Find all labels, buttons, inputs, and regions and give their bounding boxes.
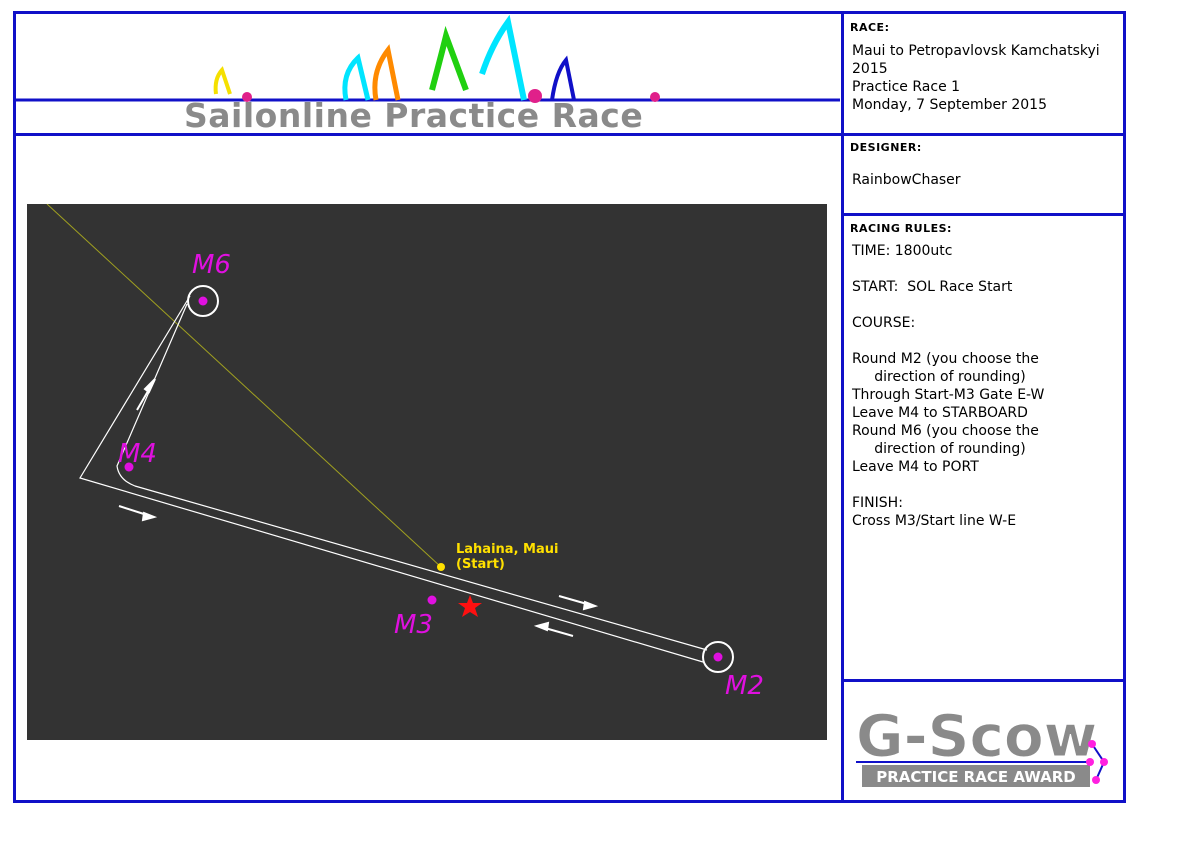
header-title: Sailonline Practice Race (184, 96, 644, 135)
sail-cyan-icon (342, 53, 371, 101)
rhumb-line (46, 204, 442, 568)
m4-mark-dot (124, 462, 134, 472)
header-divider (13, 133, 1123, 136)
m2-mark-dot (713, 652, 723, 662)
start-sub-label: (Start) (456, 557, 505, 572)
course-map: M6 M4 M3 M2 Lahaina, Maui (Start) (27, 204, 827, 740)
sail-green-icon (429, 25, 469, 92)
finish-star-icon (458, 595, 482, 617)
arrow-icon (533, 621, 574, 637)
sail-blue-icon (550, 55, 576, 101)
m3-label: M3 (394, 610, 433, 640)
award-mark-icon (1088, 740, 1096, 748)
race-details: Maui to Petropavlovsk Kamchatskyi 2015 P… (852, 43, 1100, 113)
rules-details: TIME: 1800utc START: SOL Race Start COUR… (852, 243, 1045, 529)
designer-name: RainbowChaser (852, 172, 961, 188)
rules-divider (841, 679, 1123, 682)
award-mark-icon (1100, 758, 1108, 766)
m6-mark-dot (198, 296, 208, 306)
sail-orange-icon (372, 44, 401, 101)
course-outline (79, 295, 704, 663)
course-map-svg: M6 M4 M3 M2 Lahaina, Maui (Start) (46, 204, 764, 701)
buoy-icon (650, 92, 660, 102)
arrow-icon (558, 595, 599, 611)
rules-label: RACING RULES: (850, 222, 952, 235)
designer-label: DESIGNER: (850, 141, 922, 154)
m6-rounding-circle (187, 285, 219, 317)
award-subtitle: PRACTICE RACE AWARD (876, 768, 1076, 786)
m2-rounding-circle (702, 641, 734, 673)
course-inner (116, 303, 708, 651)
award-banner (862, 765, 1090, 787)
page-frame (13, 11, 1126, 803)
sail-cyan-big-icon (479, 14, 527, 101)
m2-label: M2 (725, 671, 764, 701)
arrow-icon (136, 378, 156, 411)
m4-label: M4 (118, 439, 157, 469)
buoy-icon (528, 89, 542, 103)
m3-mark-dot (427, 595, 437, 605)
start-dot (437, 563, 445, 571)
column-divider (841, 11, 844, 803)
designer-divider (841, 213, 1123, 216)
arrow-icon (118, 505, 158, 522)
buoy-icon (242, 92, 252, 102)
sails-logo (16, 14, 840, 103)
sail-yellow-icon (213, 66, 232, 95)
start-label: Lahaina, Maui (456, 542, 558, 557)
race-label: RACE: (850, 21, 890, 34)
award-mark-icon (1086, 758, 1094, 766)
award-mark-icon (1092, 776, 1100, 784)
award-logo: G-Scow PRACTICE RACE AWARD (852, 694, 1114, 794)
m6-label: M6 (192, 250, 231, 280)
award-title: G-Scow (856, 702, 1097, 770)
